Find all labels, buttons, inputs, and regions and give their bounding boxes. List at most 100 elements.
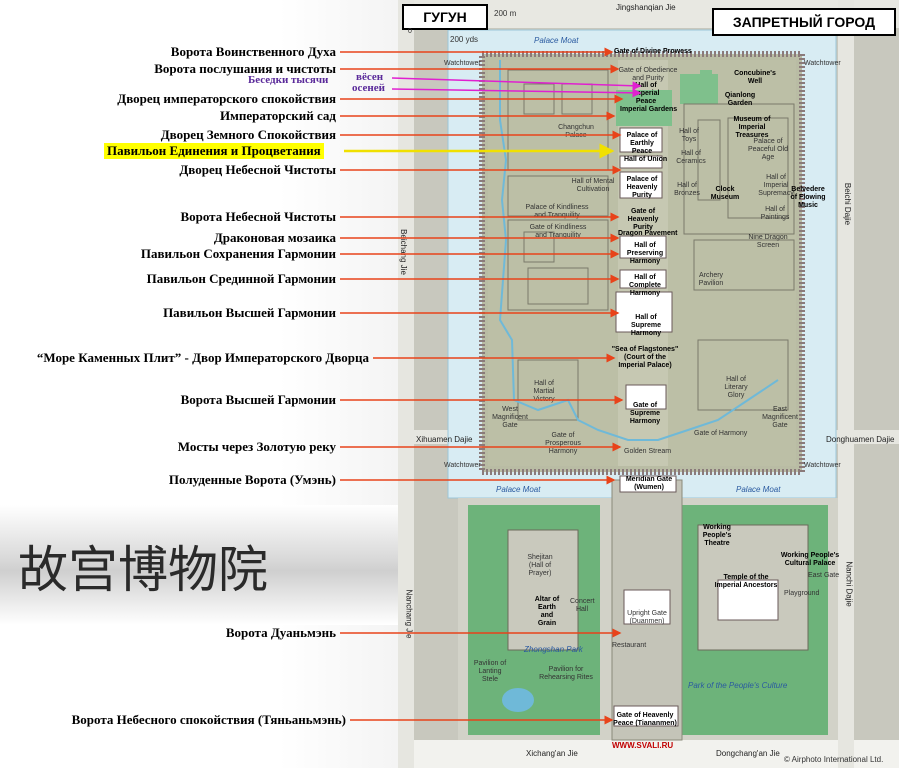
palace-peaceful-old-age: Palace of Peaceful Old Age [747, 138, 789, 161]
temple-ancestors: Temple of the Imperial Ancestors [714, 574, 778, 589]
hall-toys: Hall of Toys [679, 128, 699, 143]
gate-obedience: Gate of Obedience and Purity [618, 67, 678, 82]
concert-hall: Concert Hall [570, 598, 595, 613]
label-thousand-autumns-1: Беседки тысячи [248, 74, 329, 86]
label-complete-harmony: Павильон Срединной Гармонии [146, 271, 336, 286]
scale-zero: 0 [408, 28, 412, 35]
hall-mental: Hall of Mental Cultivation [571, 178, 615, 193]
road-donghuamen: Donghuamen Dajie [826, 435, 895, 444]
peoples-culture: Park of the People's Culture [688, 681, 788, 690]
palace-heavenly: Palace of Heavenly Purity [626, 176, 658, 199]
hall-bronzes: Hall of Bronzes [674, 182, 700, 197]
hall-paintings: Hall of Paintings [760, 206, 790, 221]
dragon-pavement: Dragon Pavement [618, 230, 678, 237]
title-gugun: ГУГУН [402, 4, 488, 30]
palace-kindliness: Palace of Kindliness and Tranquility [525, 204, 589, 219]
label-imperial-peace: Дворец императорского спокойствия [117, 91, 336, 106]
moat-bl: Palace Moat [496, 485, 541, 494]
label-dragon-pavement: Драконовая мозаика [213, 230, 336, 245]
forbidden-city-map: ГУГУН ЗАПРЕТНЫЙ ГОРОД 0 200 m 200 yds Ji… [398, 0, 899, 768]
working-theatre: Working People's Theatre [702, 524, 732, 547]
golden-stream: Golden Stream [624, 448, 672, 455]
east-gate: East Magnificent Gate [762, 406, 798, 429]
title-forbidden-city: ЗАПРЕТНЫЙ ГОРОД [712, 8, 896, 36]
imperial-gardens: Imperial Gardens [620, 106, 678, 113]
label-thousand-autumns-2: вёсен [356, 71, 384, 83]
hall-ceramics: Hall of Ceramics [676, 150, 706, 165]
left-panel [0, 0, 398, 768]
label-gate-supreme-harmony: Ворота Высшей Гармонии [180, 392, 336, 407]
museum-treasures: Museum of Imperial Treasures [733, 116, 771, 139]
calligraphy-band [0, 505, 398, 625]
road-beichang: Beichang Jie [398, 229, 408, 275]
west-gate: West Magnificent Gate [492, 406, 528, 429]
map-graphics [398, 0, 899, 768]
label-imperial-garden: Императорский сад [219, 108, 336, 123]
scale-m: 200 m [494, 9, 517, 18]
road-dongchang: Dongchang'an Jie [716, 749, 780, 758]
gate-kindliness: Gate of Kindliness and Tranquility [529, 224, 587, 239]
hall-supreme: Hall of Supreme Harmony [630, 314, 662, 337]
concubine-well: Concubine's Well [734, 70, 776, 85]
hall-complete: Hall of Complete Harmony [629, 274, 661, 297]
hall-literary: Hall of Literary Glory [724, 376, 748, 399]
shejitan: Shejitan (Hall of Prayer) [527, 554, 553, 577]
belvedere: Belvedere of Flowing Music [790, 186, 826, 209]
gate-harmony: Gate of Harmony [694, 430, 748, 437]
road-nanchang: Nanchang Jie [404, 589, 414, 639]
label-meridian-gate: Полуденные Ворота (Умэнь) [168, 472, 336, 487]
label-sea-flagstones: “Море Каменных Плит” - Двор Императорско… [36, 350, 369, 365]
hall-imperial-peace: Hall of Imperial Peace [632, 82, 660, 105]
road-beichi: Beichi Dajie [843, 182, 853, 226]
nine-dragon: Nine Dragon Screen [748, 234, 788, 249]
label-gate-heavenly-purity: Ворота Небесной Чистоты [180, 209, 336, 224]
hall-martial: Hall of Martial Victory [533, 380, 555, 403]
tiananmen: Gate of Heavenly Peace (Tiananmen) [613, 712, 677, 727]
scale-yds: 200 yds [450, 35, 479, 44]
road-xichang: Xichang'an Jie [526, 749, 578, 758]
label-earthly-peace: Дворец Земного Спокойствия [160, 127, 336, 142]
playground: Playground [784, 590, 820, 597]
moat-top: Palace Moat [534, 36, 579, 45]
qianlong-garden: Qianlong Garden [724, 92, 756, 107]
gate-prosperous: Gate of Prosperous Harmony [545, 432, 581, 455]
label-thousand-autumns-3: осеней [352, 82, 385, 94]
zhongshan-park: Zhongshan Park [524, 645, 583, 654]
label-supreme-harmony: Павильон Высшей Гармонии [163, 305, 336, 320]
pavilion-lanting: Pavilion of Lanting Stele [473, 660, 507, 683]
label-heavenly-purity: Дворец Небесной Чистоты [179, 162, 336, 177]
label-union: Павильон Единения и Процветания [104, 143, 324, 159]
road-nanchi: Nanchi Dajie [844, 561, 854, 607]
clock-museum: Clock Museum [710, 186, 740, 201]
hall-union: Hall of Union [624, 156, 668, 163]
gate-divine: Gate of Divine Prowess [614, 48, 692, 55]
working-palace: Working People's Cultural Palace [780, 552, 840, 567]
label-duanmen: Ворота Дуаньмэнь [225, 625, 336, 640]
label-obedience-purity: Ворота послушания и чистоты [154, 61, 336, 76]
gate-heavenly-purity: Gate of Heavenly Purity [627, 208, 659, 231]
watchtower-br: Watchtower [804, 462, 841, 469]
watchtower-tr: Watchtower [804, 60, 841, 67]
road-xihuamen: Xihuamen Dajie [416, 435, 473, 444]
watchtower-tl: Watchtower [444, 60, 481, 67]
road-jingshanqian: Jingshanqian Jie [616, 3, 676, 12]
label-preserving-harmony: Павильон Сохранения Гармонии [140, 246, 336, 261]
archery: Archery Pavilion [698, 272, 724, 287]
label-tiananmen: Ворота Небесного спокойствия (Тяньаньмэн… [71, 712, 346, 727]
hall-preserving: Hall of Preserving Harmony [626, 242, 664, 265]
gate-supreme: Gate of Supreme Harmony [629, 402, 661, 425]
altar-earth: Altar of Earth and Grain [534, 596, 560, 627]
moat-br: Palace Moat [736, 485, 781, 494]
watchtower-bl: Watchtower [444, 462, 481, 469]
calligraphy-title: 故宫博物院 [18, 541, 268, 599]
hall-imperial-supremacy: Hall of Imperial Supremacy [758, 174, 794, 197]
meridian: Meridian Gate (Wumen) [625, 476, 673, 491]
label-divine-prowess: Ворота Воинственного Духа [170, 44, 336, 59]
sea-flagstones: "Sea of Flagstones" (Court of the Imperi… [611, 346, 679, 369]
svali-watermark: WWW.SVALI.RU [612, 741, 674, 750]
changchun: Changchun Palace [558, 124, 594, 139]
palace-earthly: Palace of Earthly Peace [626, 132, 658, 155]
restaurant: Restaurant [612, 642, 647, 649]
copyright: © Airphoto International Ltd. [784, 755, 884, 764]
east-gate-small: East Gate [808, 572, 840, 579]
